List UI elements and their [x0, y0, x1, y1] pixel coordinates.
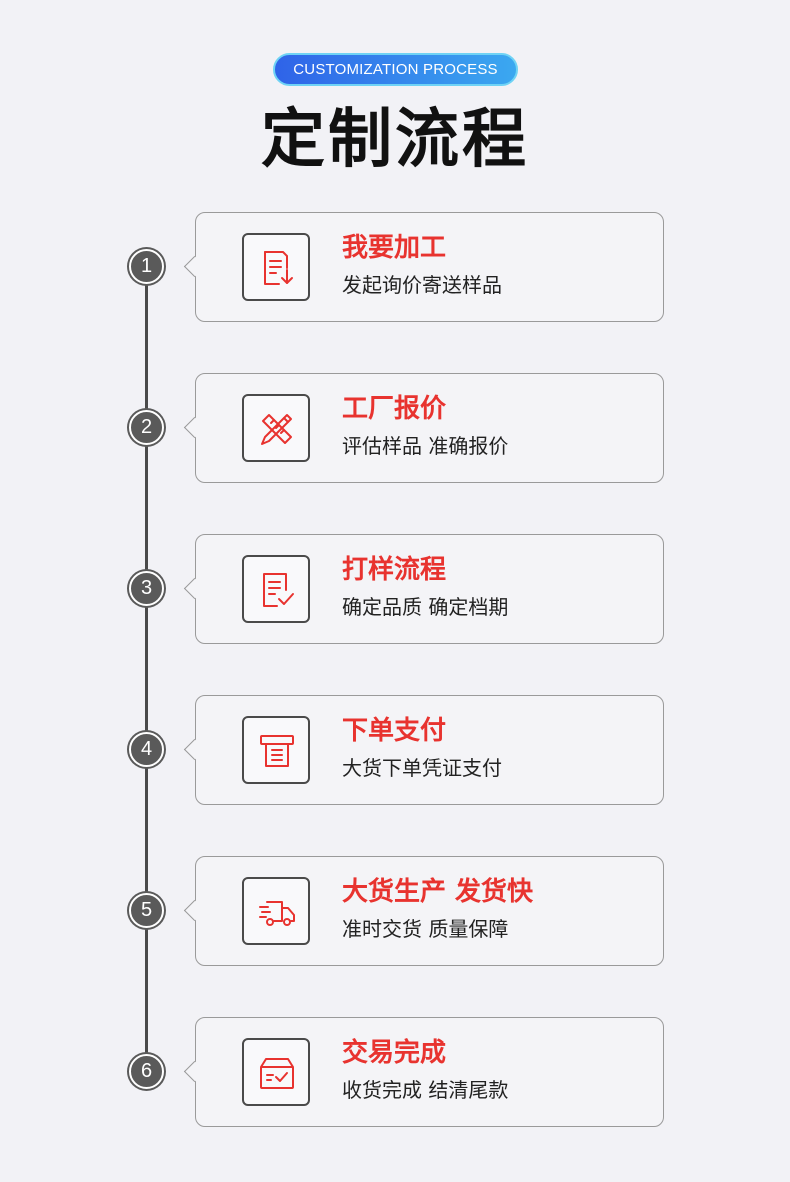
step-card: 打样流程 确定品质 确定档期: [195, 534, 664, 644]
step-1: 1 我要加工 发起询价寄送样品: [0, 212, 790, 322]
step-title: 大货生产 发货快: [342, 877, 534, 907]
step-card: 我要加工 发起询价寄送样品: [195, 212, 664, 322]
delivery-truck-icon: [242, 877, 310, 945]
section-badge: CUSTOMIZATION PROCESS: [273, 53, 518, 86]
step-number: 1: [129, 249, 164, 284]
step-3: 3 打样流程 确定品质 确定档期: [0, 534, 790, 644]
step-card: 下单支付 大货下单凭证支付: [195, 695, 664, 805]
timeline-line: [145, 270, 148, 1070]
step-card: 交易完成 收货完成 结清尾款: [195, 1017, 664, 1127]
step-number: 3: [129, 571, 164, 606]
ruler-pencil-icon: [242, 394, 310, 462]
step-description: 准时交货 质量保障: [342, 917, 509, 941]
step-title: 交易完成: [342, 1038, 447, 1068]
step-card: 工厂报价 评估样品 准确报价: [195, 373, 664, 483]
step-2: 2 工厂报价 评估样品 准确报价: [0, 373, 790, 483]
document-download-icon: [242, 233, 310, 301]
step-number: 2: [129, 410, 164, 445]
page-title: 定制流程: [261, 103, 529, 177]
step-6: 6 交易完成 收货完成 结清尾款: [0, 1017, 790, 1127]
step-description: 评估样品 准确报价: [342, 434, 509, 458]
step-title: 我要加工: [342, 233, 447, 263]
step-description: 发起询价寄送样品: [342, 273, 502, 297]
step-description: 大货下单凭证支付: [342, 756, 502, 780]
step-description: 确定品质 确定档期: [342, 595, 509, 619]
step-description: 收货完成 结清尾款: [342, 1078, 509, 1102]
step-card: 大货生产 发货快 准时交货 质量保障: [195, 856, 664, 966]
box-check-icon: [242, 1038, 310, 1106]
step-number: 5: [129, 893, 164, 928]
step-title: 打样流程: [342, 555, 447, 585]
receipt-icon: [242, 716, 310, 784]
step-number: 6: [129, 1054, 164, 1089]
step-number: 4: [129, 732, 164, 767]
step-title: 工厂报价: [342, 394, 447, 424]
step-5: 5 大货生产 发货快 准时交货 质量保障: [0, 856, 790, 966]
step-4: 4 下单支付 大货下单凭证支付: [0, 695, 790, 805]
step-title: 下单支付: [342, 716, 447, 746]
document-check-icon: [242, 555, 310, 623]
